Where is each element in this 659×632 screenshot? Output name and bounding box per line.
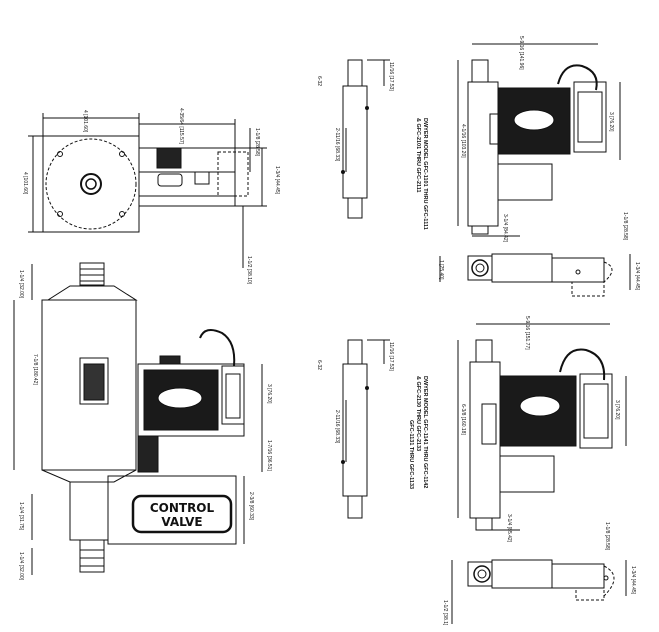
flange-circle (45, 138, 137, 230)
bolt-hole (57, 151, 63, 157)
dim-label: 1-1/4 [31.75] (18, 502, 24, 531)
port-inner (85, 178, 97, 190)
dim-label: 1-1/4 [32.00] (18, 270, 24, 299)
top-cone (46, 285, 138, 301)
dim-label: 4-1/16 [103.20] (460, 124, 466, 158)
db-connector (157, 173, 183, 187)
dim-label: 6-3/8 [160.18] (460, 404, 466, 435)
controller-body (138, 147, 236, 207)
top-fitting (79, 262, 105, 286)
dim-label: 1-1/2 [38.1] (442, 600, 448, 626)
bottom-right-main-view (451, 323, 627, 624)
fitting-top (347, 339, 363, 365)
dim-label: 2-3/8 [60.33] (248, 492, 254, 521)
dim-label: 3-1/4 [85.42] (506, 514, 512, 543)
bar-body (342, 363, 368, 497)
dim-label: 1 [25.40] (438, 260, 444, 280)
dim-label: 1-3/4 [44.45] (630, 566, 636, 595)
bolt-hole (119, 151, 125, 157)
dim-label: 4 [101.60] (22, 172, 28, 195)
dim-label: 3 [76.20] (608, 112, 614, 132)
dim-label: 1-1/8 [28.58] (254, 128, 260, 157)
dim-label: 11/16 [17.53] (388, 62, 394, 91)
dim-label: 7-1/8 [180.42] (32, 354, 38, 385)
jack (194, 171, 210, 185)
model-note-bottom-3: GFC-1131 THRU GFC-1133 (408, 420, 414, 489)
display-window (579, 373, 613, 449)
dim-label: 1-1/8 [28.58] (622, 212, 628, 241)
dim-label: 1-1/4 [32.00] (18, 552, 24, 581)
dim-label: 2-11/16 [68.33] (334, 128, 340, 162)
lower-body (69, 481, 109, 541)
dim-label: 1-1/8 [28.58] (604, 522, 610, 551)
model-note-top-2: & GFC-2101 THRU GFC-2111 (415, 118, 421, 193)
fitting-top (347, 59, 363, 87)
dim-label: 3-1/4 [84.42] (502, 214, 508, 243)
bottom-right-side-bar (341, 339, 390, 519)
port-outer (80, 173, 102, 195)
dim-label: 3 [76.20] (614, 400, 620, 420)
thread-label: 6-32 (316, 360, 322, 370)
dim-label: 4 [101.60] (82, 110, 88, 133)
fitting-bottom (347, 495, 363, 519)
dim-label: 1-3/4 [44.45] (274, 166, 280, 195)
model-note-bottom-1: DWYER MODEL GFC-1141 THRU GFC-1142 (422, 376, 428, 488)
dim-label: 4-35/64 [115.57] (178, 108, 184, 145)
control-valve-line-1: CONTROL (150, 501, 215, 515)
dim-label: 1-1/2 [38.10] (246, 256, 252, 285)
dim-label: 3 [76.20] (266, 384, 272, 404)
control-valve-label (131, 494, 233, 534)
bolt-hole (57, 211, 63, 217)
dim-label: 11/16 [17.53] (388, 342, 394, 371)
flange-square (42, 135, 140, 233)
thread-label: 6-32 (316, 76, 322, 86)
dim-label: 1-7/16 [36.51] (266, 440, 272, 471)
bar-body (342, 85, 368, 199)
display-window (573, 81, 607, 153)
dim-label: 5-9/16 [141.96] (518, 36, 524, 70)
bolt-hole (119, 211, 125, 217)
display-window (221, 365, 245, 425)
display-outline (217, 151, 249, 197)
dim-label: 1-3/4 [44.45] (634, 262, 640, 291)
bottom-fitting (79, 539, 105, 573)
fitting-bottom (347, 197, 363, 219)
control-valve-box (107, 475, 237, 545)
dim-label: 2-11/16 [68.33] (334, 410, 340, 444)
bottom-cone (41, 469, 137, 483)
name-plate (79, 357, 109, 405)
bottom-left-view (13, 262, 263, 575)
top-left-view (28, 113, 267, 268)
top-right-side-bar (341, 59, 390, 219)
control-valve-line-2: VALVE (161, 515, 202, 529)
top-right-main-view (439, 43, 631, 297)
dim-label: 5-9/16 [151.77] (524, 316, 530, 350)
connector-block (156, 147, 182, 169)
model-note-top-1: DWYER MODEL GFC-1101 THRU GFC-1111 (422, 118, 428, 230)
model-note-bottom-2: & GFC-2130 THRU GFC-2133 (415, 376, 421, 451)
